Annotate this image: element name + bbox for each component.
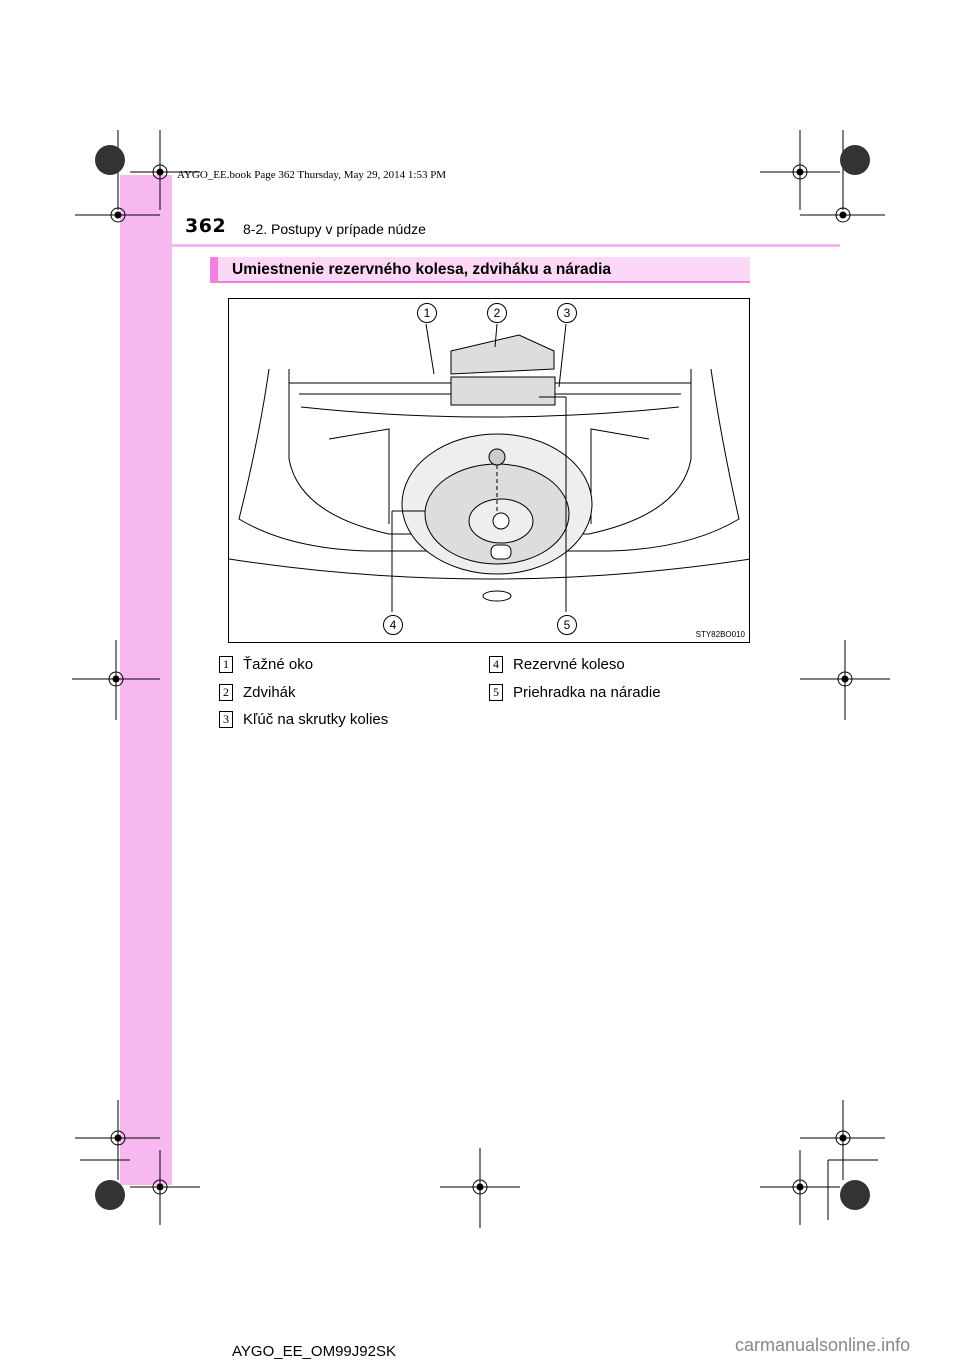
legend-label: Ťažné oko	[243, 656, 314, 673]
legend-number: 2	[219, 684, 233, 701]
side-color-strip	[120, 175, 172, 1185]
callout-2: 2	[487, 303, 507, 323]
page-number: 362	[185, 215, 227, 237]
book-info: AYGO_EE.book Page 362 Thursday, May 29, …	[177, 169, 447, 181]
figure-code: STY82BO010	[695, 630, 745, 639]
legend-item-1: 1 Ťažné oko	[219, 656, 313, 673]
legend-number: 4	[489, 656, 503, 673]
callout-5: 5	[557, 615, 577, 635]
callout-1: 1	[417, 303, 437, 323]
section-title: 8-2. Postupy v prípade núdze	[243, 221, 426, 237]
legend-item-4: 4 Rezervné koleso	[489, 656, 625, 673]
legend-label: Priehradka na náradie	[513, 684, 661, 701]
legend-label: Kľúč na skrutky kolies	[243, 711, 389, 728]
callout-4: 4	[383, 615, 403, 635]
legend-number: 3	[219, 711, 233, 728]
legend-item-2: 2 Zdvihák	[219, 684, 296, 701]
header-rule	[120, 244, 840, 247]
footer-code: AYGO_EE_OM99J92SK	[232, 1343, 396, 1360]
legend-label: Rezervné koleso	[513, 656, 625, 673]
callout-3: 3	[557, 303, 577, 323]
legend-label: Zdvihák	[243, 684, 296, 701]
section-heading: Umiestnenie rezervného kolesa, zdviháku …	[232, 261, 612, 278]
trunk-illustration: 1 2 3 4 5 STY82BO010	[228, 298, 750, 643]
watermark: carmanualsonline.info	[735, 1335, 911, 1355]
trunk-drawing	[229, 323, 749, 612]
legend-item-5: 5 Priehradka na náradie	[489, 684, 661, 701]
section-heading-box: Umiestnenie rezervného kolesa, zdviháku …	[210, 257, 750, 283]
legend-number: 5	[489, 684, 503, 701]
legend-item-3: 3 Kľúč na skrutky kolies	[219, 711, 388, 728]
legend-number: 1	[219, 656, 233, 673]
